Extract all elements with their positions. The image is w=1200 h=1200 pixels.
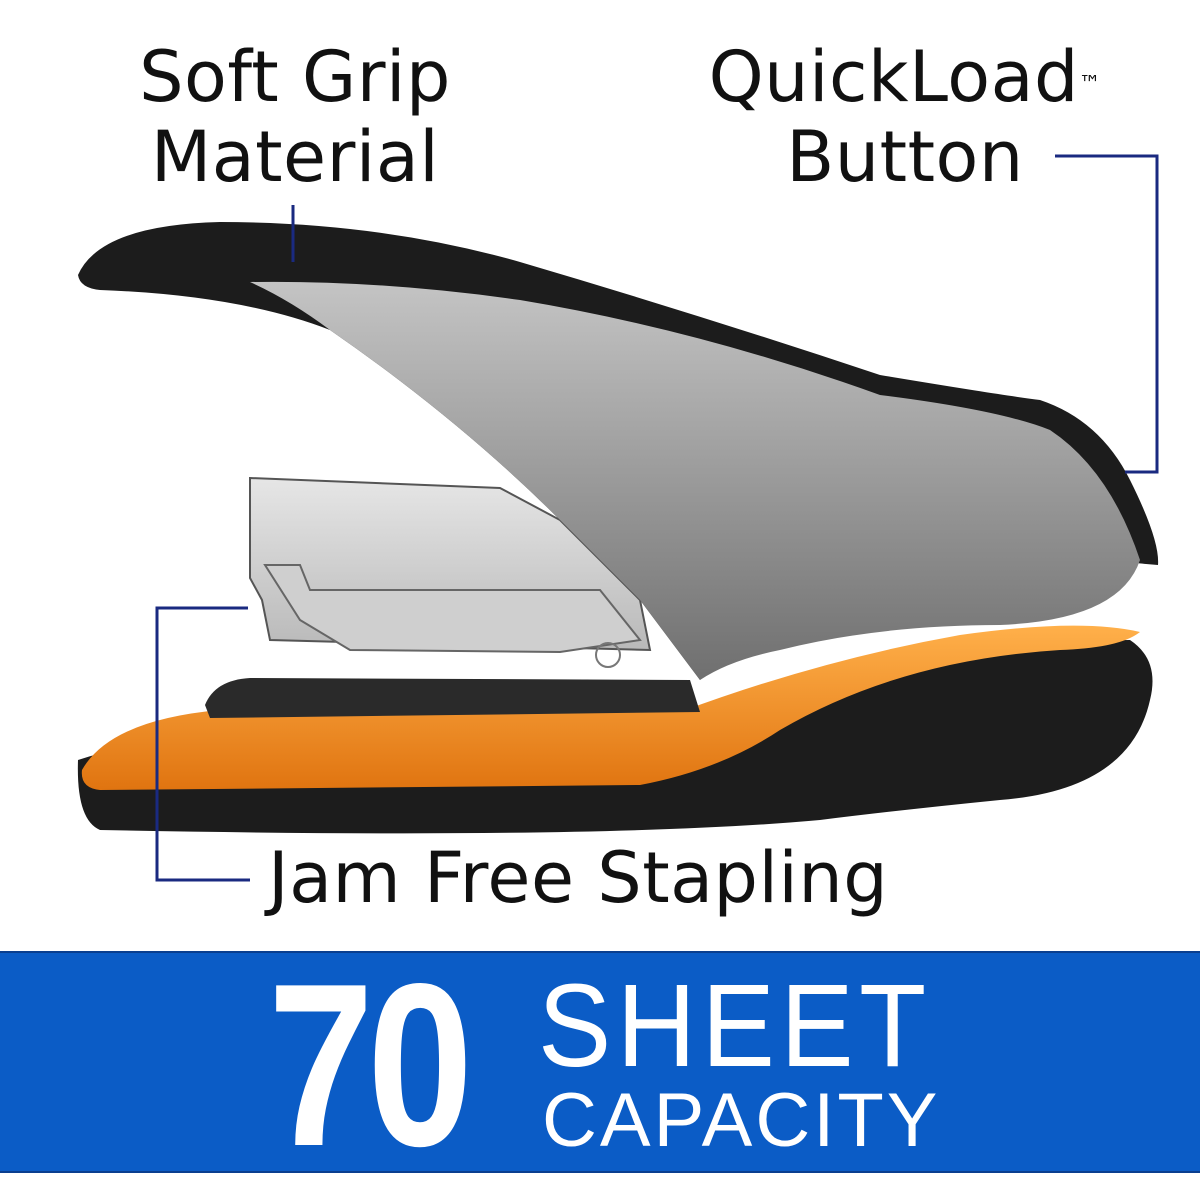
callout-lines (155, 154, 1159, 882)
soft-grip (250, 281, 1140, 680)
capacity-banner: 70 SHEET CAPACITY (0, 936, 1200, 1195)
quickload-label-line2: Button (786, 116, 1024, 198)
quickload-label-line1: QuickLoad™ (700, 37, 1110, 117)
jam-free-label: Jam Free Stapling (268, 837, 889, 919)
anvil-plate (205, 678, 700, 718)
trademark-symbol: ™ (1078, 72, 1102, 97)
quickload-label: QuickLoad™ Button (700, 37, 1110, 197)
jam-free-callout-line (155, 606, 250, 882)
capacity-number: 70 (268, 936, 473, 1195)
capacity-line2: CAPACITY (542, 1078, 941, 1163)
capacity-line1: SHEET (538, 960, 932, 1092)
stapler-base-orange (81, 625, 1140, 790)
soft-grip-label-line1: Soft Grip (139, 36, 451, 118)
soft-grip-label-line2: Material (150, 116, 440, 198)
quickload-text: QuickLoad (708, 36, 1079, 118)
quickload-callout-line (1055, 154, 1159, 474)
soft-grip-label: Soft Grip Material (110, 37, 480, 197)
